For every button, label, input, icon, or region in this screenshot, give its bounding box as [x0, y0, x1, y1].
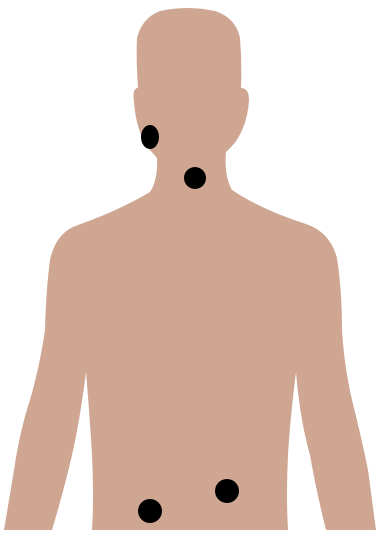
marker-near-right-ear	[141, 125, 159, 149]
marker-lower-left-abdomen	[138, 499, 162, 523]
marker-lower-right-abdomen	[215, 479, 239, 503]
marker-neck	[184, 167, 206, 189]
body-silhouette	[4, 8, 376, 530]
